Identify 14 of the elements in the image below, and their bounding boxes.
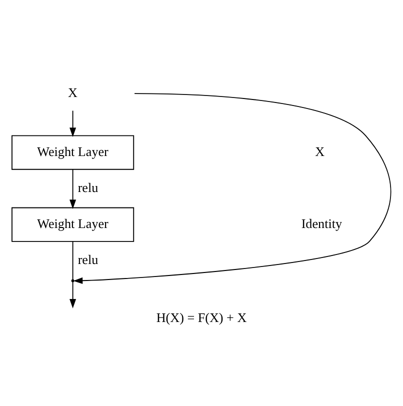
arrow	[70, 110, 76, 137]
arrow	[73, 93, 392, 284]
connector	[72, 241, 74, 280]
label: Identity	[301, 216, 342, 232]
node-text: X	[68, 85, 78, 100]
edge-label: relu	[78, 180, 98, 196]
node-box: Weight Layer	[12, 135, 134, 170]
caption: H(X) = F(X) + X	[156, 310, 247, 325]
edge-label: relu	[78, 252, 98, 268]
arrow	[70, 168, 76, 209]
arrow	[70, 277, 83, 308]
node-point	[71, 279, 74, 282]
label: X	[315, 144, 325, 159]
node-box: Weight Layer	[12, 207, 134, 242]
